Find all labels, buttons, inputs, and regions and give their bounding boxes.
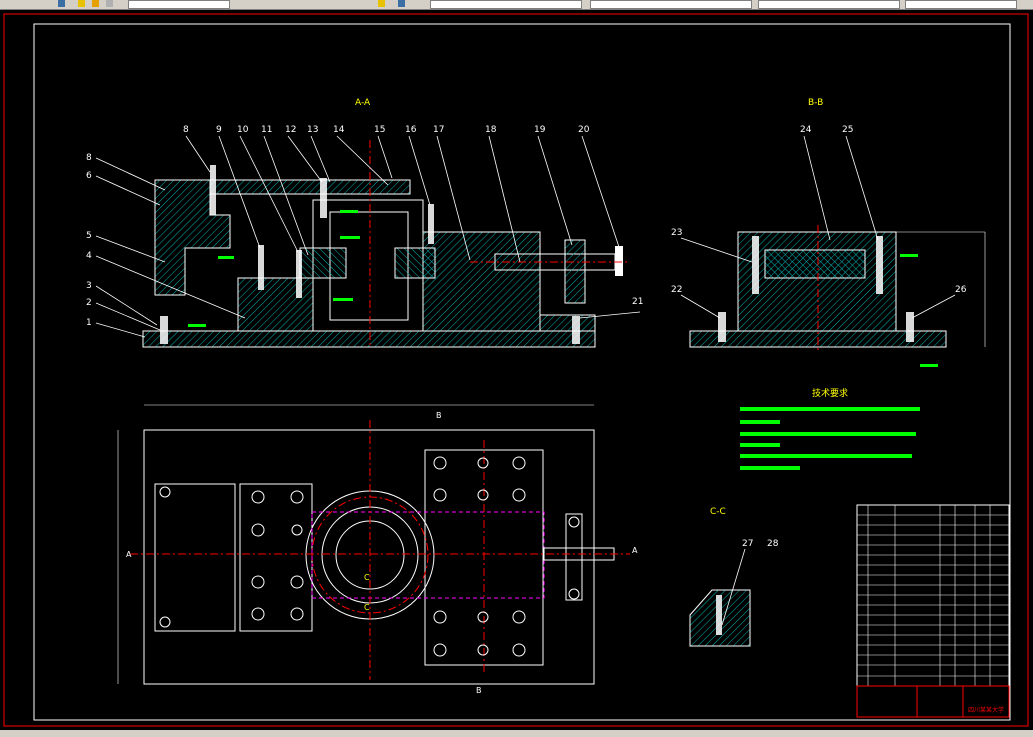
svg-text:C: C xyxy=(364,573,370,582)
svg-text:8: 8 xyxy=(86,153,92,163)
plan-labels: A A B B C C xyxy=(126,411,638,695)
sun-icon[interactable] xyxy=(92,0,99,7)
section-cc-view[interactable]: C-C 27 28 xyxy=(689,507,779,647)
top-arm xyxy=(209,179,411,195)
callouts-aa: 8 6 5 4 3 2 1 8 9 10 11 12 13 14 15 16 1… xyxy=(86,125,643,328)
section-cc-label: C-C xyxy=(710,507,726,517)
inner-frame xyxy=(33,23,1011,721)
svg-text:22: 22 xyxy=(671,285,682,295)
svg-text:13: 13 xyxy=(307,125,318,135)
lock-icon[interactable] xyxy=(106,0,113,7)
svg-text:A: A xyxy=(126,550,132,559)
plan-view[interactable]: A A B B C C xyxy=(117,404,638,695)
svg-text:3: 3 xyxy=(86,281,92,291)
svg-text:15: 15 xyxy=(374,125,385,135)
color-dropdown[interactable] xyxy=(430,0,582,9)
bulb-icon[interactable] xyxy=(78,0,85,7)
svg-text:28: 28 xyxy=(767,539,779,549)
section-bb-view[interactable]: B-B 24 25 23 22 26 xyxy=(671,98,986,367)
callouts-bb: 24 25 23 22 26 xyxy=(671,125,967,295)
lineweight-dropdown[interactable] xyxy=(758,0,900,9)
svg-text:23: 23 xyxy=(671,228,682,238)
svg-text:1: 1 xyxy=(86,318,92,328)
svg-text:11: 11 xyxy=(261,125,272,135)
right-body xyxy=(422,231,541,332)
svg-text:C: C xyxy=(364,603,370,612)
svg-text:25: 25 xyxy=(842,125,853,135)
svg-text:12: 12 xyxy=(285,125,296,135)
layer-prev-icon[interactable] xyxy=(398,0,405,7)
title-block: 四川某某大学 xyxy=(856,504,1010,718)
section-aa-label: A-A xyxy=(355,98,371,108)
svg-text:17: 17 xyxy=(433,125,444,135)
svg-text:5: 5 xyxy=(86,231,92,241)
svg-text:20: 20 xyxy=(578,125,590,135)
svg-text:21: 21 xyxy=(632,297,643,307)
tech-requirements: 技术要求 xyxy=(740,387,920,470)
svg-text:A: A xyxy=(632,546,638,555)
svg-text:9: 9 xyxy=(216,125,222,135)
company-name: 四川某某大学 xyxy=(968,706,1004,714)
layer-dropdown[interactable] xyxy=(128,0,230,9)
svg-text:26: 26 xyxy=(955,285,967,295)
section-aa-view[interactable]: A-A xyxy=(86,98,643,348)
layer-icon[interactable] xyxy=(58,0,65,7)
base-plate xyxy=(142,330,596,348)
toolbar xyxy=(0,0,1033,10)
svg-text:16: 16 xyxy=(405,125,417,135)
outer-frame xyxy=(3,13,1029,727)
svg-text:14: 14 xyxy=(333,125,345,135)
svg-text:B: B xyxy=(476,686,482,695)
svg-text:19: 19 xyxy=(534,125,546,135)
plotstyle-dropdown[interactable] xyxy=(905,0,1017,9)
linetype-dropdown[interactable] xyxy=(590,0,752,9)
layer-state-icon[interactable] xyxy=(378,0,385,7)
svg-text:6: 6 xyxy=(86,171,92,181)
section-bb-label: B-B xyxy=(808,98,823,108)
svg-text:B: B xyxy=(436,411,442,420)
drawing: A-A xyxy=(3,13,1029,727)
svg-text:18: 18 xyxy=(485,125,497,135)
svg-text:8: 8 xyxy=(183,125,189,135)
svg-text:2: 2 xyxy=(86,298,92,308)
status-bar xyxy=(0,730,1033,737)
tech-req-title: 技术要求 xyxy=(812,387,848,399)
drawing-canvas[interactable]: A-A xyxy=(0,10,1033,730)
svg-text:10: 10 xyxy=(237,125,249,135)
svg-text:4: 4 xyxy=(86,251,92,261)
svg-text:24: 24 xyxy=(800,125,812,135)
left-bracket xyxy=(154,179,231,296)
svg-text:27: 27 xyxy=(742,539,753,549)
